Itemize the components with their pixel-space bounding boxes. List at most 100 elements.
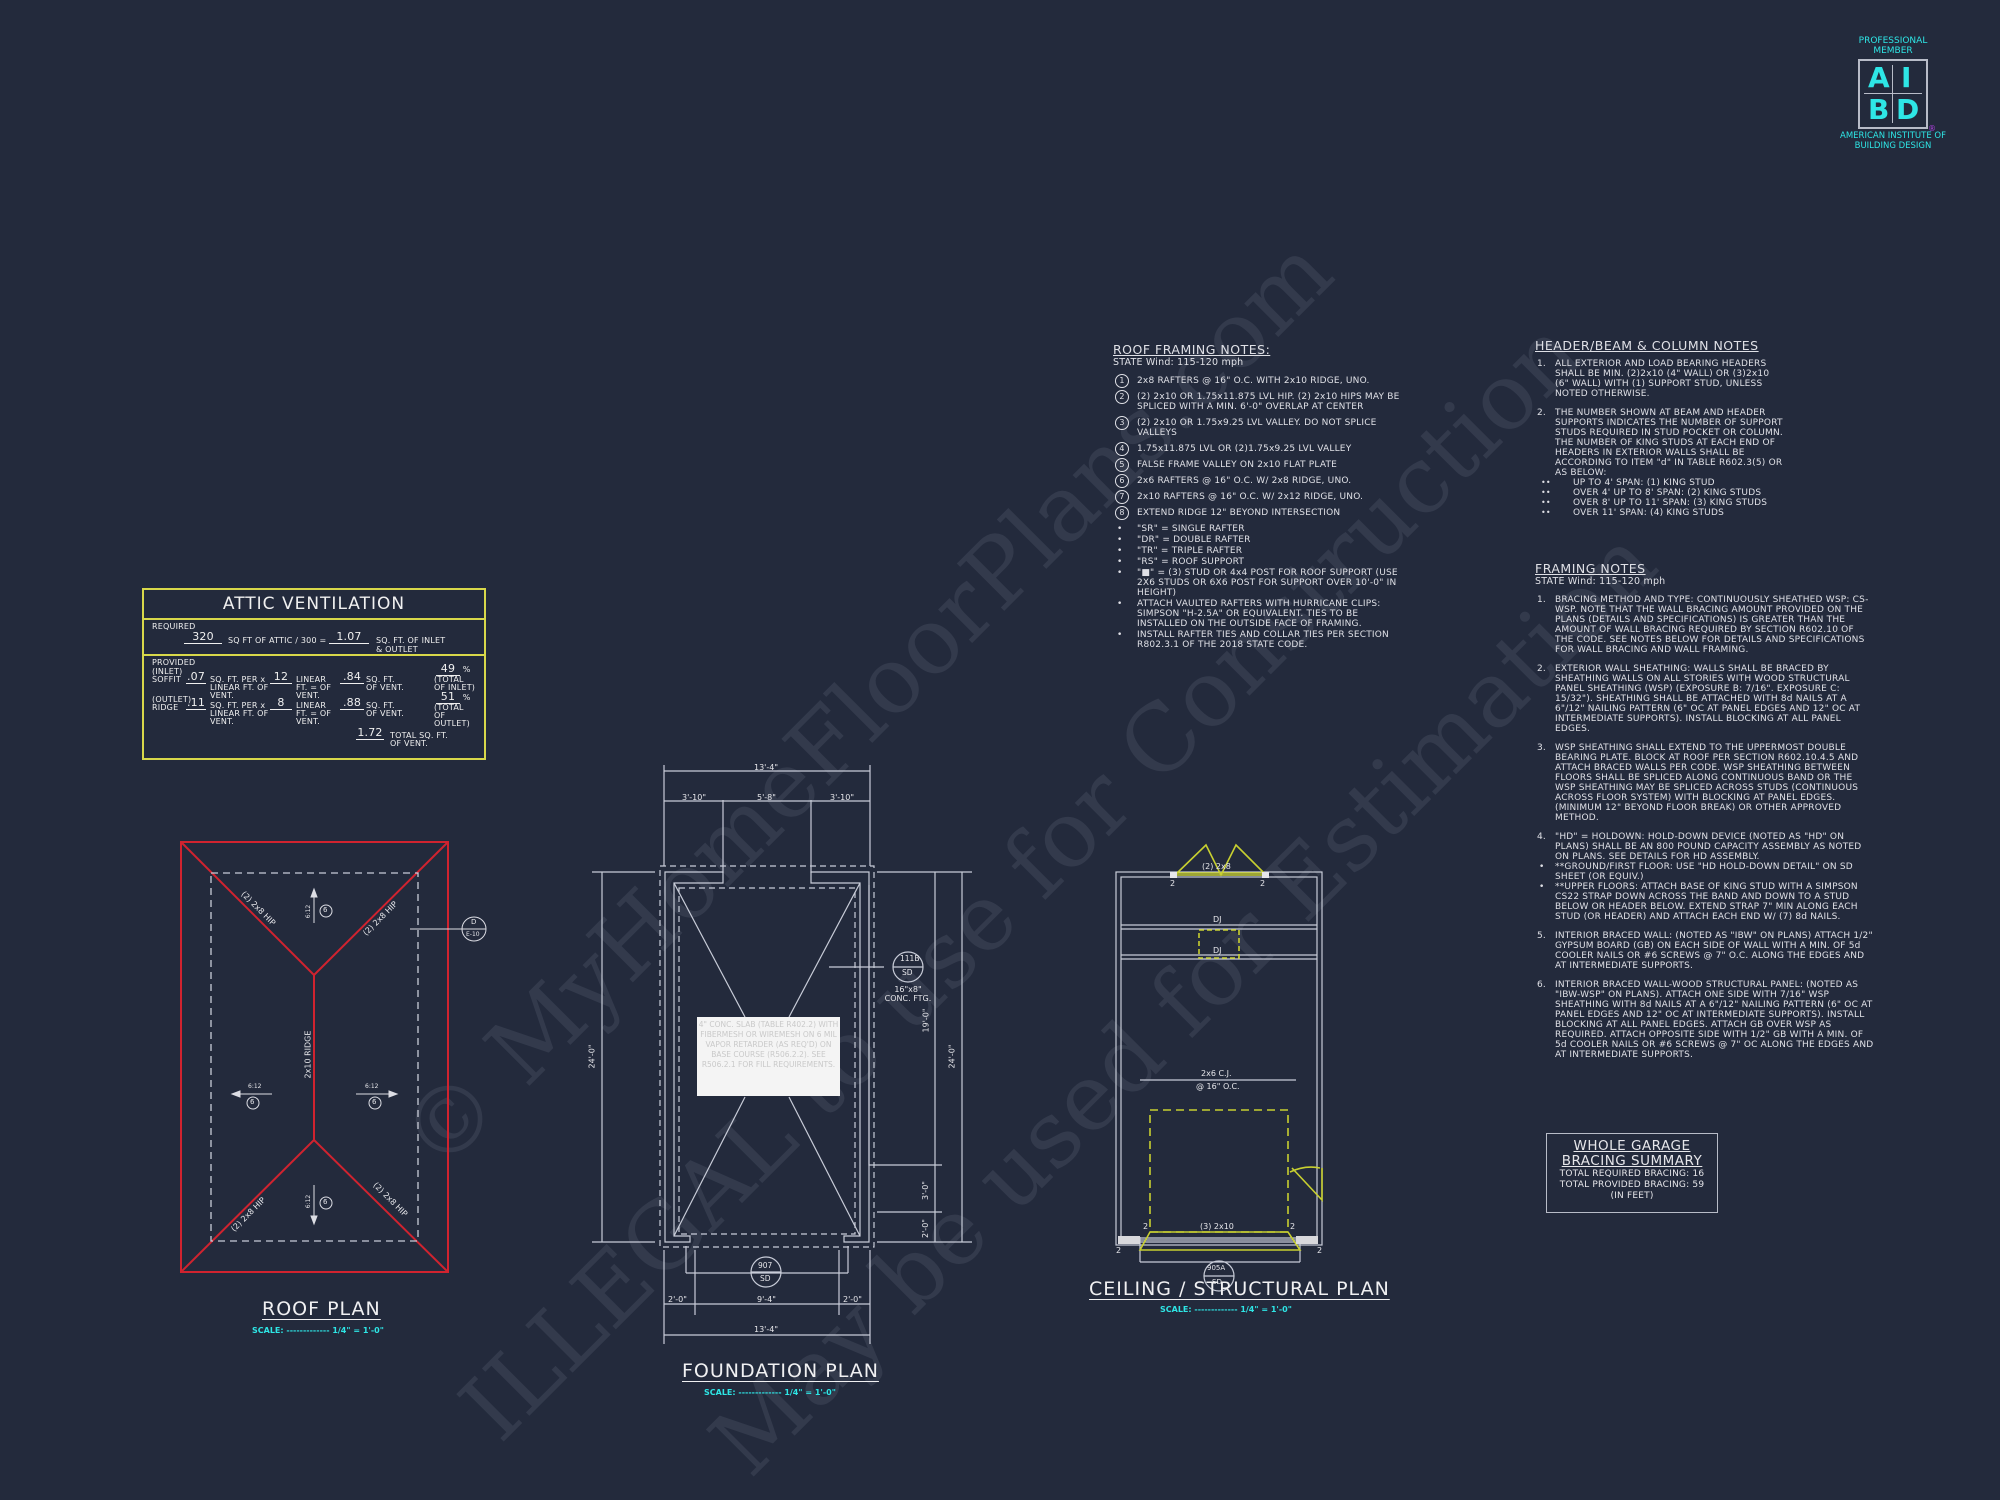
stud-count-br-outer: 2 [1317, 1246, 1323, 1255]
pitch-label-left: 6:12 [248, 1083, 262, 1090]
outlet-percent-text: (TOTAL OF OUTLET) [434, 703, 470, 728]
framing-notes-title: FRAMING NOTES [1535, 561, 1646, 576]
footing-text: 16"x8" CONC. FTG. [884, 985, 932, 1003]
span-item-3: OVER 8' UP TO 11' SPAN: (3) KING STUDS [1535, 498, 1785, 508]
outlet-linear-ft: 8 [270, 696, 292, 710]
dim-right-mid: 3'-0" [920, 1181, 930, 1200]
roof-note-2: 2(2) 2x10 OR 1.75x11.875 LVL HIP. (2) 2x… [1113, 390, 1403, 412]
logo-top-text: PROFESSIONAL MEMBER [1858, 36, 1928, 56]
roof-framing-notes-title: ROOF FRAMING NOTES: [1113, 342, 1271, 357]
stud-count-bl-inner: 2 [1143, 1222, 1149, 1231]
rafter-ref-right: 6 [372, 1098, 377, 1106]
total-vent-text: TOTAL SQ. FT. OF VENT. [390, 731, 448, 748]
roof-bullet-5: "■" = (3) STUD OR 4x4 POST FOR ROOF SUPP… [1113, 568, 1403, 598]
required-label: REQUIRED [152, 622, 196, 631]
dj-label-2: DJ [1213, 946, 1222, 955]
inlet-sqft-per-lf: .07 [186, 670, 206, 684]
dim-right-upper: 19'-0" [921, 1008, 931, 1033]
outlet-per-text: SQ. FT. PER x LINEAR FT. OF VENT. [210, 701, 269, 726]
roof-bullet-1: "SR" = SINGLE RAFTER [1113, 524, 1403, 534]
dim-right-low: 2'-0" [920, 1219, 930, 1238]
header-note-1: 1.ALL EXTERIOR AND LOAD BEARING HEADERS … [1537, 359, 1770, 399]
roof-framing-wind: STATE Wind: 115-120 mph [1113, 357, 1244, 368]
pitch-label-top: 6:12 [305, 904, 313, 919]
framing-note-6: 6.INTERIOR BRACED WALL-WOOD STRUCTURAL P… [1537, 980, 1874, 1060]
inlet-sqft-text: SQ. FT. OF VENT. [366, 675, 405, 692]
header-beam-notes: HEADER/BEAM & COLUMN NOTES 1.ALL EXTERIO… [1535, 339, 1785, 518]
roof-bullet-3: "TR" = TRIPLE RAFTER [1113, 546, 1403, 556]
logo-bottom-text: AMERICAN INSTITUTE OF BUILDING DESIGN [1840, 131, 1946, 151]
registered-mark: ® [1928, 124, 1936, 133]
footing-ref-top: 111B [900, 954, 920, 963]
roof-wall-outline [210, 872, 419, 1242]
logo-letter-i: I [1901, 61, 1912, 94]
cj-spacing-label: @ 16" O.C. [1196, 1082, 1240, 1091]
bracing-summary-box: WHOLE GARAGE BRACING SUMMARY TOTAL REQUI… [1546, 1133, 1718, 1213]
logo-box: A I B D ® [1858, 59, 1936, 133]
apron-ref-top: 907 [758, 1261, 773, 1270]
dim-left-height: 24'-0" [587, 1044, 597, 1069]
stud-count-bl-outer: 2 [1116, 1246, 1122, 1255]
ceiling-plan-title: CEILING / STRUCTURAL PLAN [1089, 1278, 1390, 1300]
dim-bot-mid: 9'-4" [757, 1295, 776, 1304]
dim-top-left: 3'-10" [682, 793, 707, 802]
logo-letter-a: A [1868, 61, 1890, 94]
attic-required-section: REQUIRED 320 SQ FT OF ATTIC / 300 = 1.07… [144, 620, 484, 656]
provided-label: PROVIDED [152, 658, 196, 667]
inlet-per-text: SQ. FT. PER x LINEAR FT. OF VENT. [210, 675, 269, 700]
ceiling-plan-drawing [1115, 871, 1323, 1292]
rafter-ref-bottom: 6 [323, 1198, 328, 1206]
required-result-unit: SQ. FT. OF INLET & OUTLET [376, 636, 446, 654]
roof-bullet-7: INSTALL RAFTER TIES AND COLLAR TIES PER … [1113, 630, 1403, 650]
foundation-plan-scale: SCALE: ------------- 1/4" = 1'-0" [704, 1388, 836, 1397]
summary-units: (IN FEET) [1610, 1191, 1654, 1201]
ceiling-ref-top: 905A [1207, 1264, 1226, 1272]
section-ref-top: D [471, 918, 477, 926]
attic-ventilation-title: ATTIC VENTILATION [144, 590, 484, 620]
ceiling-ref-bottom: SD [1212, 1278, 1222, 1286]
cj-label: 2x6 C.J. [1201, 1069, 1232, 1078]
required-result-value: 1.07 [329, 630, 369, 644]
outlet-lf-text: LINEAR FT. = OF VENT. [296, 701, 332, 726]
pitch-label-right: 6:12 [365, 1083, 379, 1090]
span-item-4: OVER 11' SPAN: (4) KING STUDS [1535, 508, 1785, 518]
outlet-sqft-per-lf: .11 [186, 696, 206, 710]
stud-count-tr: 2 [1260, 879, 1266, 888]
logo-letter-d: D [1896, 93, 1920, 126]
pitch-label-bottom: 6:12 [305, 1194, 313, 1209]
attic-ventilation-table: ATTIC VENTILATION REQUIRED 320 SQ FT OF … [142, 588, 486, 760]
rafter-ref-top: 6 [323, 906, 328, 914]
roof-bullet-2: "DR" = DOUBLE RAFTER [1113, 535, 1403, 545]
dim-right-height: 24'-0" [947, 1044, 957, 1069]
section-ref-bottom: E-10 [466, 931, 480, 938]
ridge-label: 2x10 RIDGE [303, 1030, 313, 1079]
formula-text: SQ FT OF ATTIC / 300 = [228, 636, 327, 645]
summary-provided: TOTAL PROVIDED BRACING: 59 [1559, 1180, 1705, 1190]
dj-label-1: DJ [1213, 915, 1222, 924]
inlet-percent: 49 [436, 662, 460, 676]
ceiling-yellow-elements [1138, 843, 1323, 1251]
dim-top-right: 3'-10" [830, 793, 855, 802]
span-item-1: UP TO 4' SPAN: (1) KING STUD [1535, 478, 1785, 488]
dim-top-mid: 5'-8" [757, 793, 776, 802]
span-item-2: OVER 4' UP TO 8' SPAN: (2) KING STUDS [1535, 488, 1785, 498]
summary-title-1: WHOLE GARAGE [1573, 1138, 1691, 1154]
roof-plan-drawing [180, 841, 449, 1273]
outlet-label: (OUTLET) RIDGE [152, 695, 192, 712]
framing-note-3: 3.WSP SHEATHING SHALL EXTEND TO THE UPPE… [1537, 743, 1859, 823]
top-header-label: (2) 2x8 [1202, 862, 1231, 871]
ceiling-posts [1118, 872, 1318, 1244]
rafter-ref-left: 6 [250, 1098, 255, 1106]
framing-note-1: 1.BRACING METHOD AND TYPE: CONTINUOUSLY … [1537, 595, 1869, 655]
dim-bot-right: 2'-0" [843, 1295, 862, 1304]
inlet-percent-text: (TOTAL OF INLET) [434, 675, 476, 692]
roof-plan-scale: SCALE: ------------- 1/4" = 1'-0" [252, 1326, 384, 1335]
roof-note-3: 3(2) 2x10 OR 1.75x9.25 LVL VALLEY. DO NO… [1113, 416, 1403, 438]
inlet-sqft: .84 [340, 670, 364, 684]
stud-count-br-inner: 2 [1290, 1222, 1296, 1231]
